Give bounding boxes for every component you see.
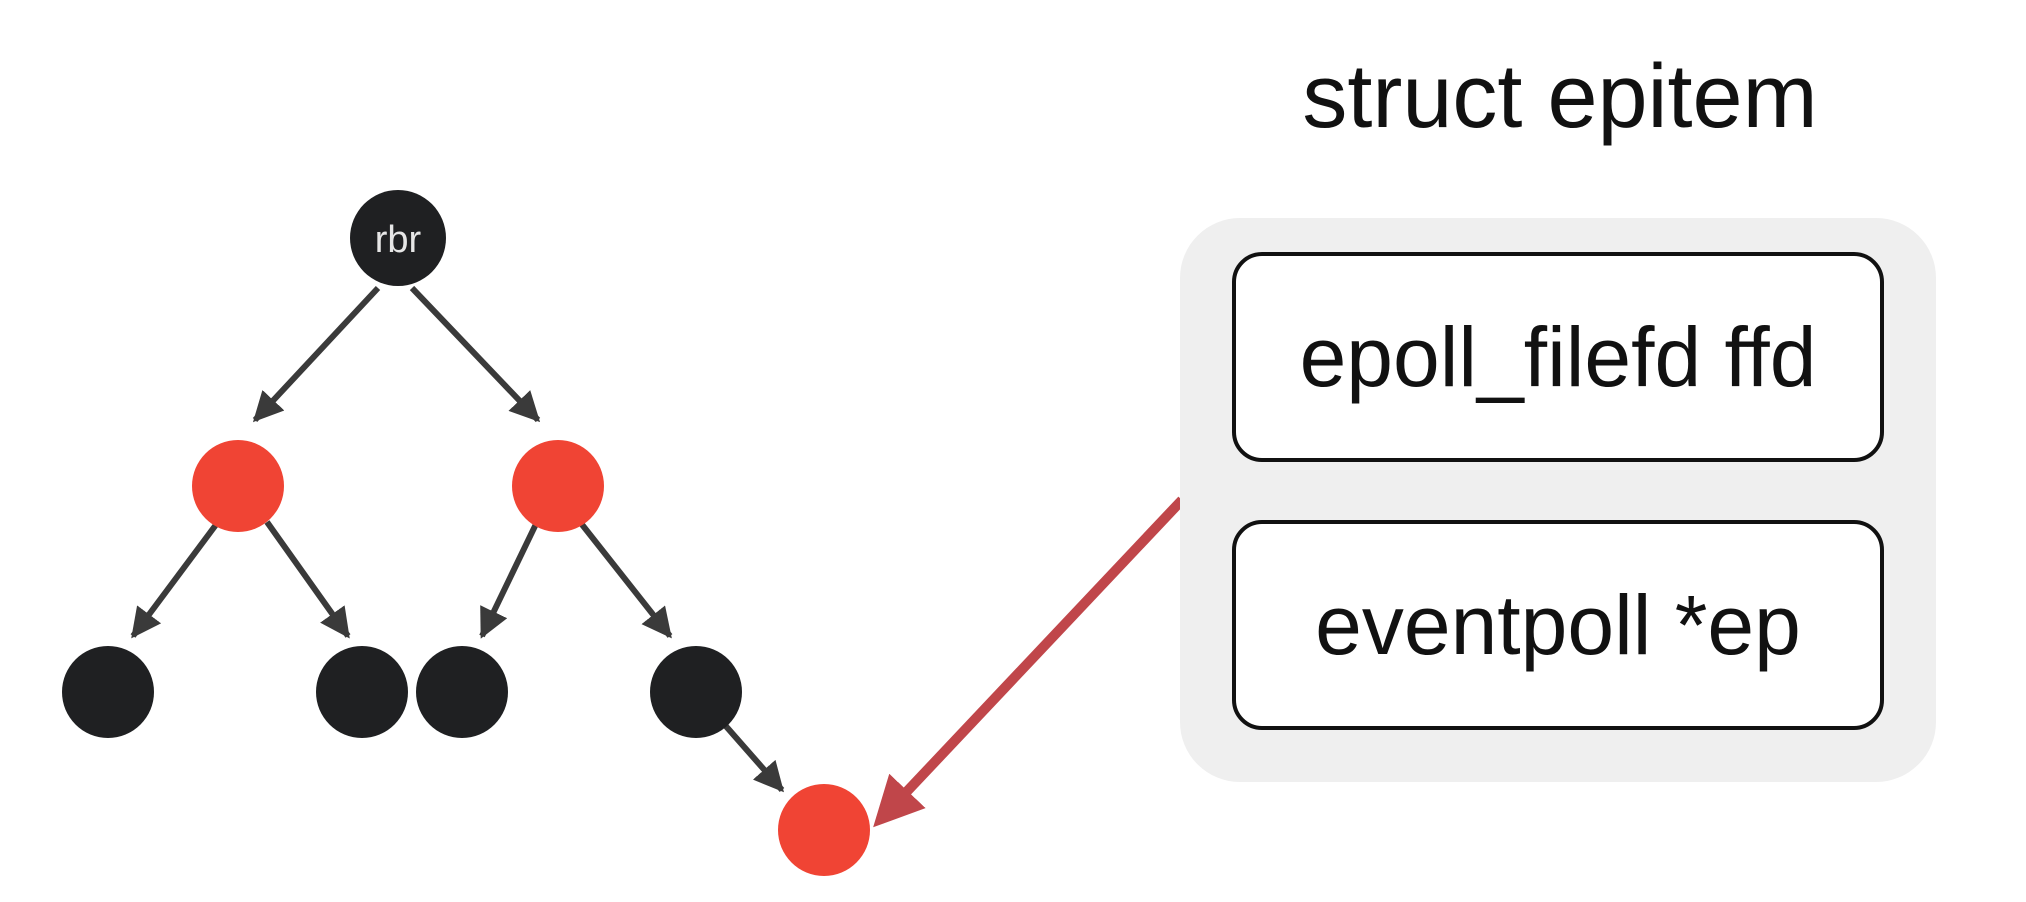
tree-root-node: rbr [350,190,446,286]
tree-edges [130,285,785,793]
edge-to-new-node [721,722,785,793]
rb-root-circle [350,190,446,286]
edge-left-leftchild [130,520,221,639]
rb-root-label: rbr [375,219,422,261]
edge-left-rightchild [264,520,351,639]
struct-title: struct epitem [1302,47,1818,147]
black-leaf-3 [416,646,508,738]
field-epoll-filefd: epoll_filefd ffd [1232,252,1884,462]
field-eventpoll-ep: eventpoll *ep [1232,520,1884,730]
red-node-right [512,440,604,532]
edge-root-left [252,285,381,423]
black-leaf-2 [316,646,408,738]
red-new-node [778,784,870,876]
edge-root-right [409,285,541,423]
red-node-left [192,440,284,532]
black-leaf-1 [62,646,154,738]
struct-pointer-arrow [873,496,1186,828]
edge-right-rightchild [577,520,673,639]
black-leaf-4 [650,646,742,738]
edge-right-leftchild [479,522,539,639]
